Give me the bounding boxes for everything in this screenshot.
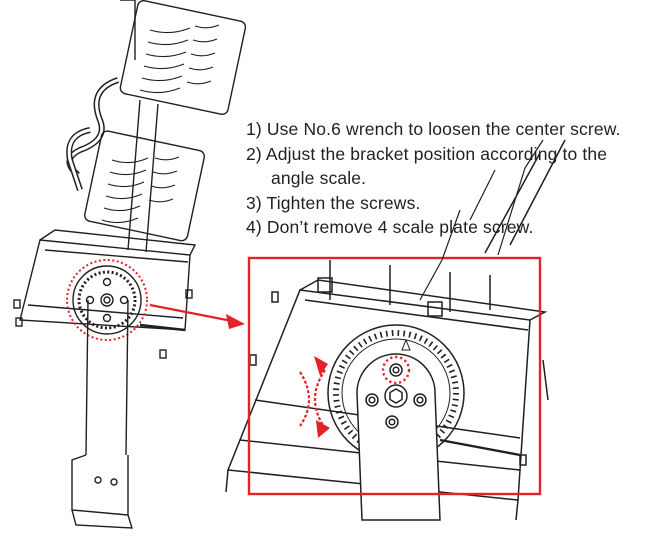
housing-legs-detail bbox=[225, 469, 519, 521]
bracket-foot-base bbox=[71, 509, 133, 529]
center-screw-hex-overview bbox=[103, 296, 111, 304]
upper-bracket-detail bbox=[484, 139, 566, 254]
wire-overview bbox=[139, 323, 186, 332]
top-arm bbox=[120, 0, 136, 60]
bracket-arm bbox=[85, 299, 129, 456]
center-screw-overview bbox=[100, 293, 114, 307]
hex-socket bbox=[389, 388, 403, 404]
side-edge-detail bbox=[542, 359, 549, 401]
instruction-step-2-continued: angle scale. bbox=[271, 168, 367, 188]
lamp-upper-fins bbox=[139, 24, 220, 94]
scale-index-mark bbox=[401, 338, 411, 351]
cable-upper bbox=[66, 77, 120, 178]
highlight-screw-circle bbox=[381, 355, 411, 385]
arrow-right-icon bbox=[149, 303, 245, 329]
lamp-lower-fins bbox=[101, 156, 180, 224]
leader-lines bbox=[419, 139, 544, 301]
detail-frame bbox=[247, 256, 542, 496]
double-arrow-icon bbox=[299, 356, 330, 438]
instruction-step-2: 2) Adjust the bracket position according… bbox=[246, 143, 608, 164]
bracket-arm-detail bbox=[356, 353, 441, 521]
housing-edges bbox=[27, 249, 189, 319]
detail-illustration bbox=[225, 139, 566, 521]
instruction-list: 1) Use No.6 wrench to loosen the center … bbox=[246, 117, 666, 240]
instruction-step-4: 4) Don’t remove 4 scale plate screw. bbox=[246, 217, 534, 237]
overview-illustration bbox=[13, 0, 247, 529]
lamp-module-upper bbox=[119, 0, 247, 115]
cable-lower-inner bbox=[67, 128, 91, 191]
cable-upper-inner bbox=[68, 78, 119, 177]
instruction-step-3: 3) Tighten the screws. bbox=[246, 192, 421, 213]
instruction-step-1: 1) Use No.6 wrench to loosen the center … bbox=[246, 119, 621, 139]
housing-top bbox=[39, 229, 197, 256]
center-screw-detail bbox=[384, 384, 408, 408]
housing-top-detail bbox=[299, 279, 548, 321]
scale-ticks-overview bbox=[77, 270, 137, 330]
riser-post bbox=[127, 99, 159, 253]
scale-plate-overview bbox=[72, 265, 142, 335]
bracket-foot bbox=[71, 454, 129, 516]
posts-detail bbox=[329, 260, 491, 312]
wire-detail bbox=[439, 438, 521, 457]
lamp-module-lower bbox=[84, 130, 206, 242]
highlight-circle-overview bbox=[66, 259, 148, 341]
